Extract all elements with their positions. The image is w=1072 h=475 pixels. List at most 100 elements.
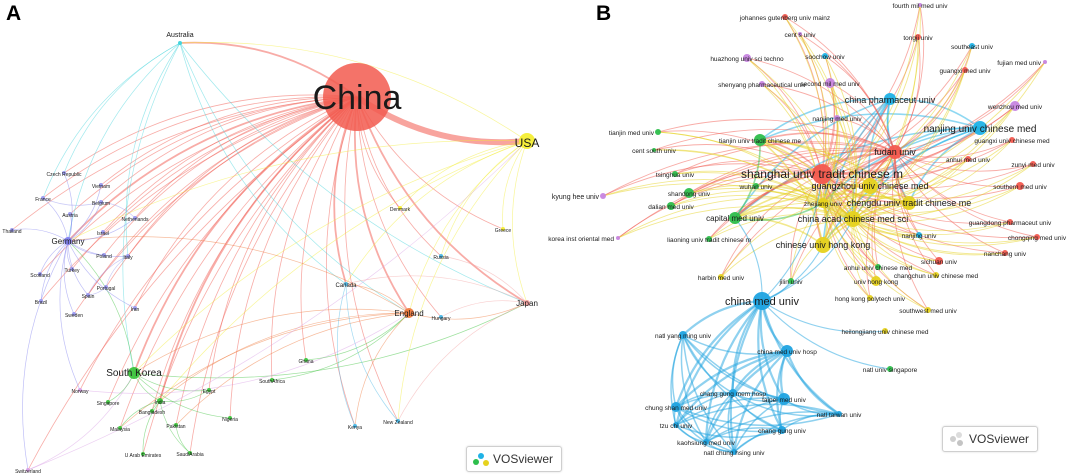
node-southwest[interactable] bbox=[925, 307, 931, 313]
node-chinapharm[interactable] bbox=[884, 93, 896, 105]
node-secondmil[interactable] bbox=[825, 78, 835, 88]
node-kaohsiung[interactable] bbox=[703, 439, 709, 445]
node-anhuitcm[interactable] bbox=[875, 264, 881, 270]
node-pakistan[interactable] bbox=[174, 423, 178, 427]
node-koreaorient[interactable] bbox=[616, 236, 620, 240]
node-japan[interactable] bbox=[524, 300, 530, 306]
node-tzuchi[interactable] bbox=[673, 422, 679, 428]
node-australia[interactable] bbox=[178, 41, 182, 45]
node-nanchang[interactable] bbox=[1002, 250, 1008, 256]
node-switzerland[interactable] bbox=[26, 468, 30, 472]
node-shenyang[interactable] bbox=[759, 81, 765, 87]
node-anhuimed[interactable] bbox=[965, 156, 971, 162]
node-chungshan[interactable] bbox=[671, 402, 681, 412]
node-turkey[interactable] bbox=[70, 267, 74, 271]
node-uae[interactable] bbox=[141, 452, 145, 456]
node-kyunghee[interactable] bbox=[600, 193, 606, 199]
node-tongji[interactable] bbox=[915, 34, 921, 40]
node-cmuhosp[interactable] bbox=[781, 345, 793, 357]
node-shanghaitcm[interactable] bbox=[812, 164, 832, 184]
node-fourthmil[interactable] bbox=[918, 3, 922, 7]
node-nanjing[interactable] bbox=[916, 232, 922, 238]
node-yangming[interactable] bbox=[679, 331, 687, 339]
node-gdpharm[interactable] bbox=[1007, 219, 1013, 225]
node-poland[interactable] bbox=[102, 253, 106, 257]
node-tianjintcm[interactable] bbox=[754, 134, 766, 146]
node-india[interactable] bbox=[157, 398, 163, 404]
node-iran[interactable] bbox=[133, 306, 137, 310]
node-germany[interactable] bbox=[64, 237, 72, 245]
node-newzealand[interactable] bbox=[396, 419, 400, 423]
node-nanjingmed[interactable] bbox=[834, 115, 840, 121]
node-israel[interactable] bbox=[101, 230, 105, 234]
node-zunyi[interactable] bbox=[1030, 161, 1036, 167]
node-hkpoly[interactable] bbox=[867, 295, 873, 301]
node-brazil[interactable] bbox=[39, 299, 43, 303]
node-saudiarabia[interactable] bbox=[188, 451, 192, 455]
node-greece[interactable] bbox=[501, 227, 505, 231]
node-huazhong[interactable] bbox=[743, 54, 751, 62]
node-denmark[interactable] bbox=[398, 206, 402, 210]
node-guangxi[interactable] bbox=[962, 67, 968, 73]
node-southkorea[interactable] bbox=[128, 367, 140, 379]
node-singapore[interactable] bbox=[106, 400, 110, 404]
node-wenzhou[interactable] bbox=[1010, 101, 1020, 111]
node-capital[interactable] bbox=[729, 212, 741, 224]
node-guangxitcm[interactable] bbox=[1009, 137, 1015, 143]
node-bangladesh[interactable] bbox=[150, 409, 154, 413]
node-zhejiang[interactable] bbox=[818, 198, 828, 208]
node-fudan[interactable] bbox=[888, 145, 902, 159]
node-harbin[interactable] bbox=[718, 274, 724, 280]
node-portugal[interactable] bbox=[104, 285, 108, 289]
node-taipei[interactable] bbox=[778, 393, 790, 405]
node-canada[interactable] bbox=[344, 282, 348, 286]
node-italy[interactable] bbox=[126, 254, 130, 258]
node-tianjinmed[interactable] bbox=[655, 129, 661, 135]
node-usa[interactable] bbox=[519, 133, 535, 149]
node-england[interactable] bbox=[404, 308, 414, 318]
node-southeast[interactable] bbox=[969, 43, 975, 49]
node-cgmh[interactable] bbox=[729, 389, 737, 397]
node-southafrica[interactable] bbox=[270, 378, 274, 382]
node-wuhan[interactable] bbox=[753, 183, 759, 189]
node-norway[interactable] bbox=[78, 388, 82, 392]
node-france[interactable] bbox=[41, 196, 45, 200]
node-changgung[interactable] bbox=[778, 426, 786, 434]
node-shandong[interactable] bbox=[684, 188, 694, 198]
node-chongqing[interactable] bbox=[1034, 234, 1040, 240]
node-fujian[interactable] bbox=[1043, 60, 1047, 64]
node-nigeria[interactable] bbox=[228, 416, 232, 420]
node-vietnam[interactable] bbox=[99, 183, 103, 187]
node-spain[interactable] bbox=[86, 293, 90, 297]
node-russia[interactable] bbox=[439, 254, 443, 258]
node-malaysia[interactable] bbox=[118, 426, 122, 430]
node-nchu[interactable] bbox=[731, 449, 737, 455]
node-netherlands[interactable] bbox=[133, 216, 137, 220]
node-southernmed[interactable] bbox=[1016, 182, 1024, 190]
node-tsinghua[interactable] bbox=[672, 171, 678, 177]
node-kenya[interactable] bbox=[353, 424, 357, 428]
node-hku[interactable] bbox=[871, 276, 881, 286]
node-changchun[interactable] bbox=[933, 272, 939, 278]
node-belgium[interactable] bbox=[99, 200, 103, 204]
node-china[interactable] bbox=[323, 63, 391, 131]
node-ghana[interactable] bbox=[304, 358, 308, 362]
node-ntu[interactable] bbox=[836, 411, 842, 417]
node-nus[interactable] bbox=[887, 366, 893, 372]
node-sweden[interactable] bbox=[72, 312, 76, 316]
node-egypt[interactable] bbox=[207, 388, 211, 392]
node-hungary[interactable] bbox=[439, 315, 443, 319]
node-sichuan[interactable] bbox=[935, 257, 943, 265]
node-austria[interactable] bbox=[68, 212, 72, 216]
node-centsouth[interactable] bbox=[652, 148, 656, 152]
node-chengdutcm[interactable] bbox=[902, 196, 916, 210]
node-dalian[interactable] bbox=[667, 202, 675, 210]
node-jilin[interactable] bbox=[788, 278, 794, 284]
node-gutenberg[interactable] bbox=[782, 14, 788, 20]
node-liaoning[interactable] bbox=[706, 236, 712, 242]
node-chinamed[interactable] bbox=[753, 292, 771, 310]
node-cuhk[interactable] bbox=[815, 237, 831, 253]
node-czech[interactable] bbox=[62, 171, 66, 175]
node-scotland[interactable] bbox=[38, 272, 42, 276]
node-soochow[interactable] bbox=[822, 53, 828, 59]
